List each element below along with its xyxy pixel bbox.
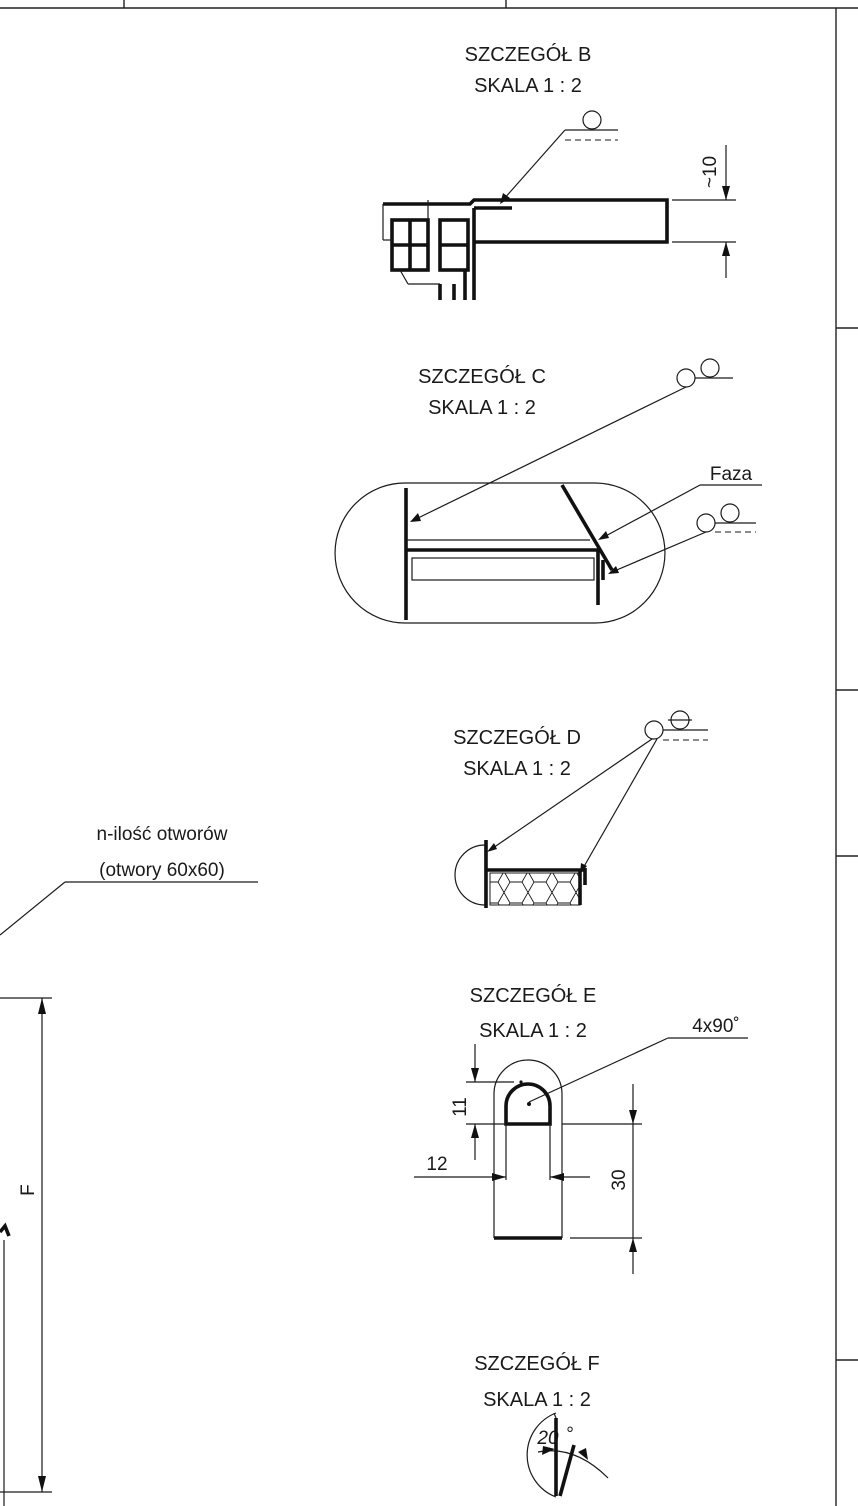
detail-e-dim-30: 30 <box>609 1169 630 1190</box>
detail-e-dim-12: 12 <box>426 1154 447 1175</box>
detail-b-profile <box>382 198 669 300</box>
detail-b-dimension: ~10 <box>700 156 721 188</box>
weld-symbol-b <box>500 110 618 204</box>
detail-e-dim-11: 11 <box>450 1097 471 1117</box>
detail-f-scale: SKALA 1 : 2 <box>483 1389 591 1411</box>
angle-dimension-f: 20 ° <box>536 1424 609 1479</box>
holes-note: n-ilość otworów (otwory 60x60) <box>0 824 258 936</box>
detail-f-angle-unit: ° <box>566 1424 574 1445</box>
detail-c-scale: SKALA 1 : 2 <box>428 397 536 419</box>
detail-e-chamfer: 4x90˚ <box>692 1016 740 1037</box>
chamfer-leader: 4x90˚ <box>527 1016 748 1106</box>
detail-e-title: SZCZEGÓŁ E <box>470 984 597 1007</box>
holes-note-line1: n-ilość otworów <box>97 824 228 845</box>
detail-d-profile <box>454 840 587 908</box>
detail-d: SZCZEGÓŁ D SKALA 1 : 2 <box>453 710 708 908</box>
dimension-b: ~10 <box>672 145 736 278</box>
detail-c-boundary <box>334 482 666 624</box>
detail-f-profile <box>526 1412 576 1498</box>
faza-leader: Faza <box>598 464 762 540</box>
main-dimension-f: F <box>0 997 52 1506</box>
detail-f-angle: 20 <box>536 1428 559 1449</box>
detail-d-scale: SKALA 1 : 2 <box>463 758 571 780</box>
detail-e-scale: SKALA 1 : 2 <box>479 1020 587 1042</box>
dimension-e-12: 12 <box>414 1154 590 1181</box>
weld-symbol-c-top <box>410 358 733 522</box>
holes-note-line2: (otwory 60x60) <box>99 860 225 881</box>
detail-f-title: SZCZEGÓŁ F <box>474 1352 600 1375</box>
dimension-e-11: 11 <box>450 1044 514 1160</box>
weld-symbol-d <box>487 710 708 874</box>
detail-e: SZCZEGÓŁ E SKALA 1 : 2 4x90˚ 11 <box>414 984 748 1274</box>
detail-c-profile <box>404 484 614 620</box>
detail-b-scale: SKALA 1 : 2 <box>474 75 582 97</box>
detail-c-note: Faza <box>710 464 753 485</box>
dimension-e-30: 30 <box>562 1084 642 1274</box>
detail-b: SZCZEGÓŁ B SKALA 1 : 2 <box>382 43 736 300</box>
weld-symbol-c-bottom <box>608 503 756 574</box>
detail-d-title: SZCZEGÓŁ D <box>453 726 581 749</box>
detail-f: SZCZEGÓŁ F SKALA 1 : 2 20 ° <box>474 1352 609 1498</box>
detail-c: SZCZEGÓŁ C SKALA 1 : 2 Faza <box>334 358 762 624</box>
detail-c-title: SZCZEGÓŁ C <box>418 365 546 388</box>
detail-e-part <box>493 1059 563 1240</box>
main-dimension-label: F <box>18 1184 39 1196</box>
detail-b-title: SZCZEGÓŁ B <box>465 43 592 66</box>
